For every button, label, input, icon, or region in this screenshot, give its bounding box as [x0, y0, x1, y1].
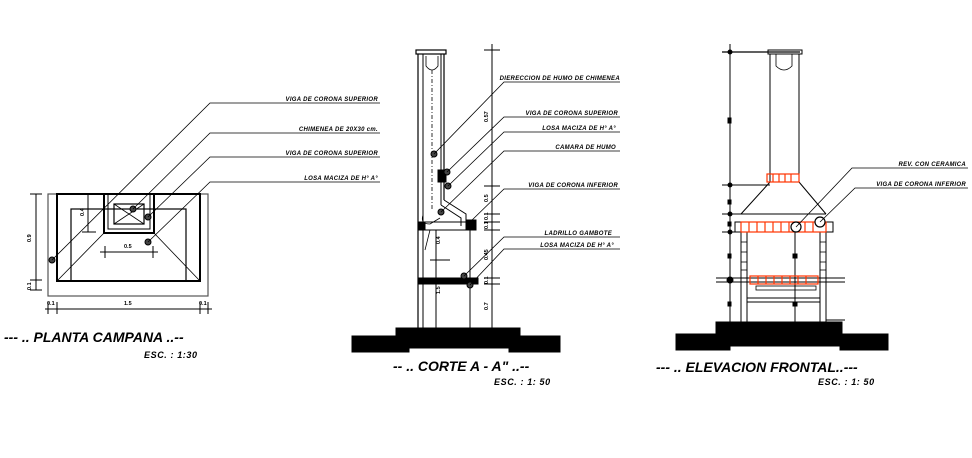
dim-opening: 0.45 — [484, 249, 490, 260]
dim-inner-left: 0.4 — [436, 235, 442, 244]
dim-height-total: 0.9 — [27, 234, 33, 242]
section-view — [351, 44, 620, 353]
elevation-title: --- .. ELEVACION FRONTAL..--- — [656, 359, 858, 375]
dim-inner-width: 0.5 — [124, 244, 132, 250]
elevation-label-2: VIGA DE CORONA INFERIOR — [876, 182, 966, 188]
section-scale: ESC. : 1: 50 — [494, 377, 551, 387]
dim-slab: 0.1 — [484, 276, 490, 284]
plan-scale: ESC. : 1:30 — [144, 350, 198, 360]
ceramic-tiles — [740, 173, 827, 285]
plan-label-1: VIGA DE CORONA SUPERIOR — [286, 97, 379, 103]
dim-hood: 0.5 — [484, 194, 490, 202]
dim-width: 1.5 — [124, 301, 132, 307]
plan-label-4: LOSA MACIZA DE H° A° — [304, 176, 378, 182]
elevation-scale: ESC. : 1: 50 — [818, 377, 875, 387]
plan-title: --- .. PLANTA CAMPANA ..-- — [4, 329, 184, 345]
section-label-7: LOSA MACIZA DE H° A° — [540, 243, 614, 249]
elevation-labels: REV. CON CERAMICA VIGA DE CORONA INFERIO… — [656, 162, 966, 387]
plan-view — [30, 102, 380, 314]
dim-left-total: 1.5 — [436, 286, 442, 294]
dim-right: 0.1 — [199, 301, 207, 307]
section-labels: DIERECCION DE HUMO DE CHIMENEA VIGA DE C… — [393, 76, 620, 387]
elevation-view — [675, 44, 968, 351]
plan-labels: VIGA DE CORONA SUPERIOR CHIMENEA DE 20X3… — [4, 97, 378, 360]
section-label-5: VIGA DE CORONA INFERIOR — [528, 183, 618, 189]
section-label-3: LOSA MACIZA DE H° A° — [542, 126, 616, 132]
section-label-2: VIGA DE CORONA SUPERIOR — [526, 111, 619, 117]
plan-label-2: CHIMENEA DE 20X30 cm. — [299, 127, 378, 133]
dim-left: 0.1 — [47, 301, 55, 307]
dim-chimney: 0.57 — [484, 111, 490, 122]
dim-bottom: 0.1 — [27, 282, 33, 290]
section-label-6: LADRILLO GAMBOTE — [545, 231, 613, 237]
dim-beam-b: 0.1 — [484, 221, 490, 229]
elevation-label-1: REV. CON CERAMICA — [898, 162, 966, 168]
section-label-4: CAMARA DE HUMO — [555, 145, 616, 151]
section-label-1: DIERECCION DE HUMO DE CHIMENEA — [500, 76, 620, 82]
dim-base: 0.7 — [484, 302, 490, 310]
dim-beam-a: 0.1 — [484, 212, 490, 220]
section-title: -- .. CORTE A - A" ..-- — [393, 358, 530, 374]
dim-inner-height: 0.4 — [80, 207, 86, 216]
plan-label-3: VIGA DE CORONA SUPERIOR — [286, 151, 379, 157]
